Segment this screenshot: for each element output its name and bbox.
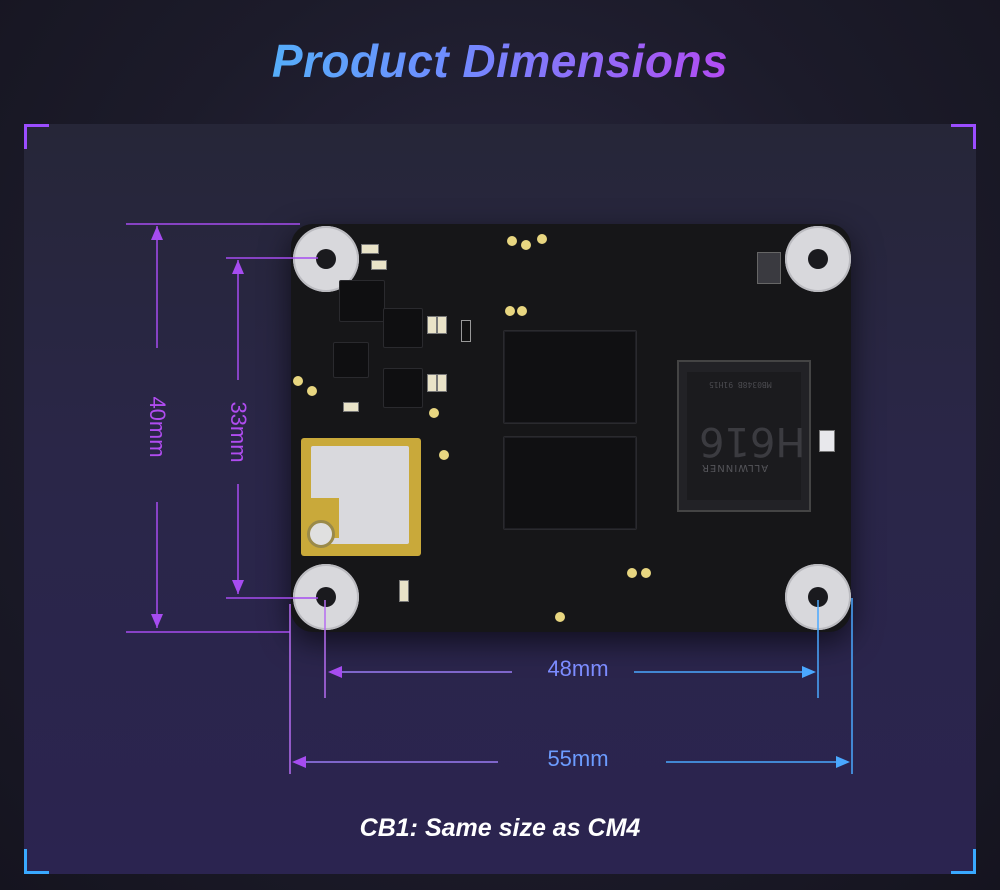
- arrow-down: [151, 614, 163, 628]
- mounting-hole-bottom-left: [293, 564, 359, 630]
- ram-chip: [503, 330, 637, 424]
- test-pad: [641, 568, 651, 578]
- height-holes-label: 33mm: [226, 401, 251, 463]
- arrow-right: [836, 756, 850, 768]
- page-title: Product Dimensions: [0, 34, 1000, 88]
- test-pad: [307, 386, 317, 396]
- inductor-chip: [383, 308, 423, 348]
- smd-component: [399, 580, 409, 602]
- test-pad: [521, 240, 531, 250]
- pcb-board-image: MB0348B 91H15 H616 ALLWINNER: [291, 224, 851, 632]
- frame-corner-top-left: [24, 124, 49, 149]
- test-pad: [555, 612, 565, 622]
- test-pad: [505, 306, 515, 316]
- arrow-up: [232, 260, 244, 274]
- pmic-chip: [333, 342, 369, 378]
- smd-component: [427, 374, 437, 392]
- width-holes-label: 48mm: [547, 656, 609, 681]
- frame-corner-bottom-left: [24, 849, 49, 874]
- arrow-left: [292, 756, 306, 768]
- resistor-array: [757, 252, 781, 284]
- test-pad: [537, 234, 547, 244]
- crystal: [819, 430, 835, 452]
- arrow-down: [232, 580, 244, 594]
- inductor-chip: [383, 368, 423, 408]
- test-pad: [507, 236, 517, 246]
- smd-component: [371, 260, 387, 270]
- test-pad: [429, 408, 439, 418]
- soc-chip: MB0348B 91H15 H616 ALLWINNER: [677, 360, 811, 512]
- test-pad: [439, 450, 449, 460]
- soc-die: [687, 372, 801, 500]
- ram-chip: [503, 436, 637, 530]
- arrow-left: [328, 666, 342, 678]
- smd-component: [361, 244, 379, 254]
- mounting-hole-top-right: [785, 226, 851, 292]
- smd-component: [427, 316, 437, 334]
- led: [461, 320, 471, 342]
- width-total-label: 55mm: [547, 746, 609, 771]
- frame-corner-top-right: [951, 124, 976, 149]
- test-pad: [517, 306, 527, 316]
- smd-component: [437, 316, 447, 334]
- test-pad: [627, 568, 637, 578]
- arrow-right: [802, 666, 816, 678]
- caption: CB1: Same size as CM4: [359, 814, 641, 842]
- height-total-label: 40mm: [145, 396, 170, 458]
- inductor-chip: [339, 280, 385, 322]
- arrow-up: [151, 226, 163, 240]
- smd-component: [343, 402, 359, 412]
- test-pad: [293, 376, 303, 386]
- smd-component: [437, 374, 447, 392]
- antenna-connector: [307, 520, 335, 548]
- frame-corner-bottom-right: [951, 849, 976, 874]
